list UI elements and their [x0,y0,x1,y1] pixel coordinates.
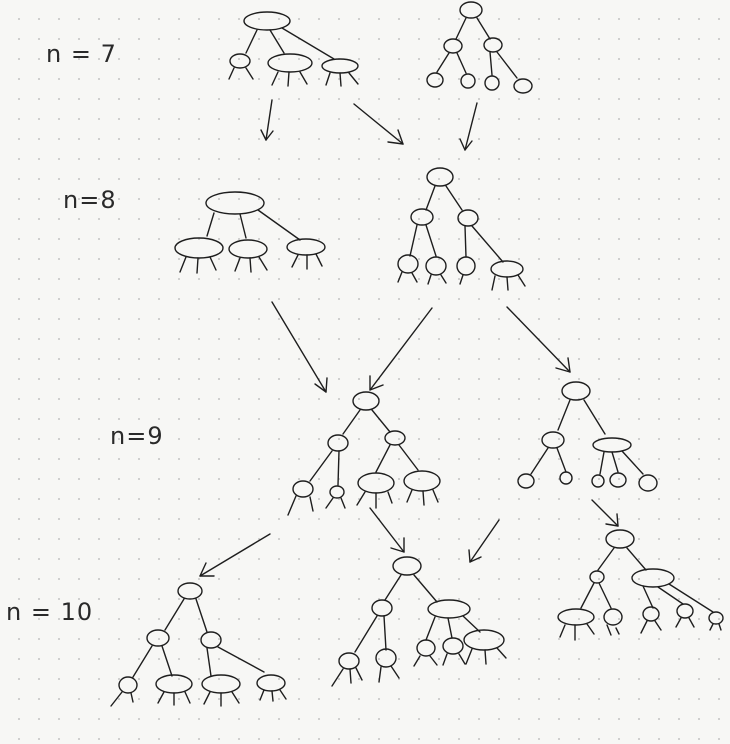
arrows-n7-to-n8 [260,99,478,151]
tree-n10-c [557,529,724,641]
tree-n8-b [397,167,526,291]
tree-n8-a [174,191,326,274]
label-n10: n = 10 [6,598,94,626]
tree-n10-b [331,556,507,687]
arrows-n9-to-n10 [199,499,619,577]
label-n7: n = 7 [46,40,117,68]
tree-n9-a [287,391,441,516]
tree-n7-b [426,1,533,94]
label-n9: n=9 [110,422,164,450]
tree-n10-a [110,582,287,707]
tree-n9-b [517,381,658,492]
arrows-n8-to-n9 [271,301,571,393]
tree-n7-a [228,11,359,87]
label-n8: n=8 [63,186,117,214]
